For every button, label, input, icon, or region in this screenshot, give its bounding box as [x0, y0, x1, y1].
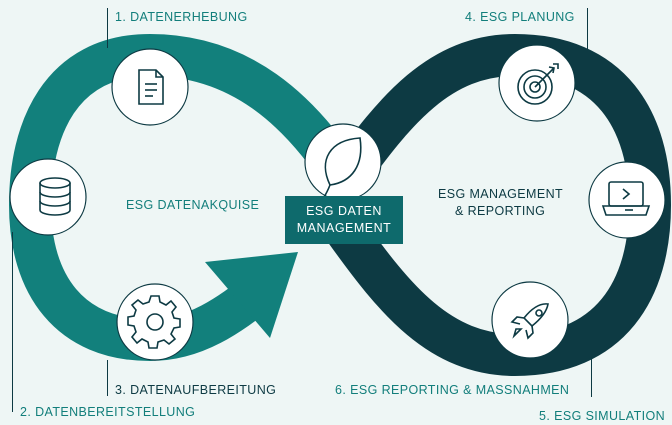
center-box: ESG DATEN MANAGEMENT [285, 196, 403, 244]
step-label-1: 1. DATENERHEBUNG [115, 10, 248, 24]
circle-datenbereitstellung [9, 158, 87, 236]
circle-esg-simulation [588, 161, 666, 239]
leader-line-s4 [587, 8, 588, 63]
circle-datenerhebung [111, 48, 189, 126]
gear-icon [127, 295, 181, 349]
right-loop-label-line1: ESG MANAGEMENT [438, 187, 564, 201]
leader-line-s3 [107, 360, 108, 396]
center-label-line1: ESG DATEN [306, 204, 382, 218]
leader-line-s2 [12, 232, 13, 412]
database-icon [39, 177, 71, 216]
step-label-4: 4. ESG PLANUNG [465, 10, 575, 24]
rocket-icon [510, 303, 549, 340]
flow-arrowhead [205, 252, 298, 338]
document-icon [138, 69, 164, 105]
target-icon [517, 63, 559, 105]
step-label-3: 3. DATENAUFBEREITUNG [115, 383, 277, 397]
circle-esg-planung [498, 44, 576, 122]
step-label-2: 2. DATENBEREITSTELLUNG [20, 405, 196, 419]
step-label-5: 5. ESG SIMULATION [539, 409, 666, 423]
circle-datenaufbereitung [116, 283, 194, 361]
leader-line-s6 [591, 345, 592, 397]
right-loop-label-line2: & REPORTING [455, 204, 546, 218]
laptop-icon [601, 181, 651, 216]
left-loop-label: ESG DATENAKQUISE [126, 198, 260, 212]
circle-esg-reporting [491, 281, 569, 359]
step-label-6: 6. ESG REPORTING & MASSNAHMEN [335, 383, 570, 397]
center-label-line2: MANAGEMENT [296, 221, 392, 235]
circle-center-leaf [304, 123, 382, 201]
leader-line-s1 [107, 8, 108, 48]
